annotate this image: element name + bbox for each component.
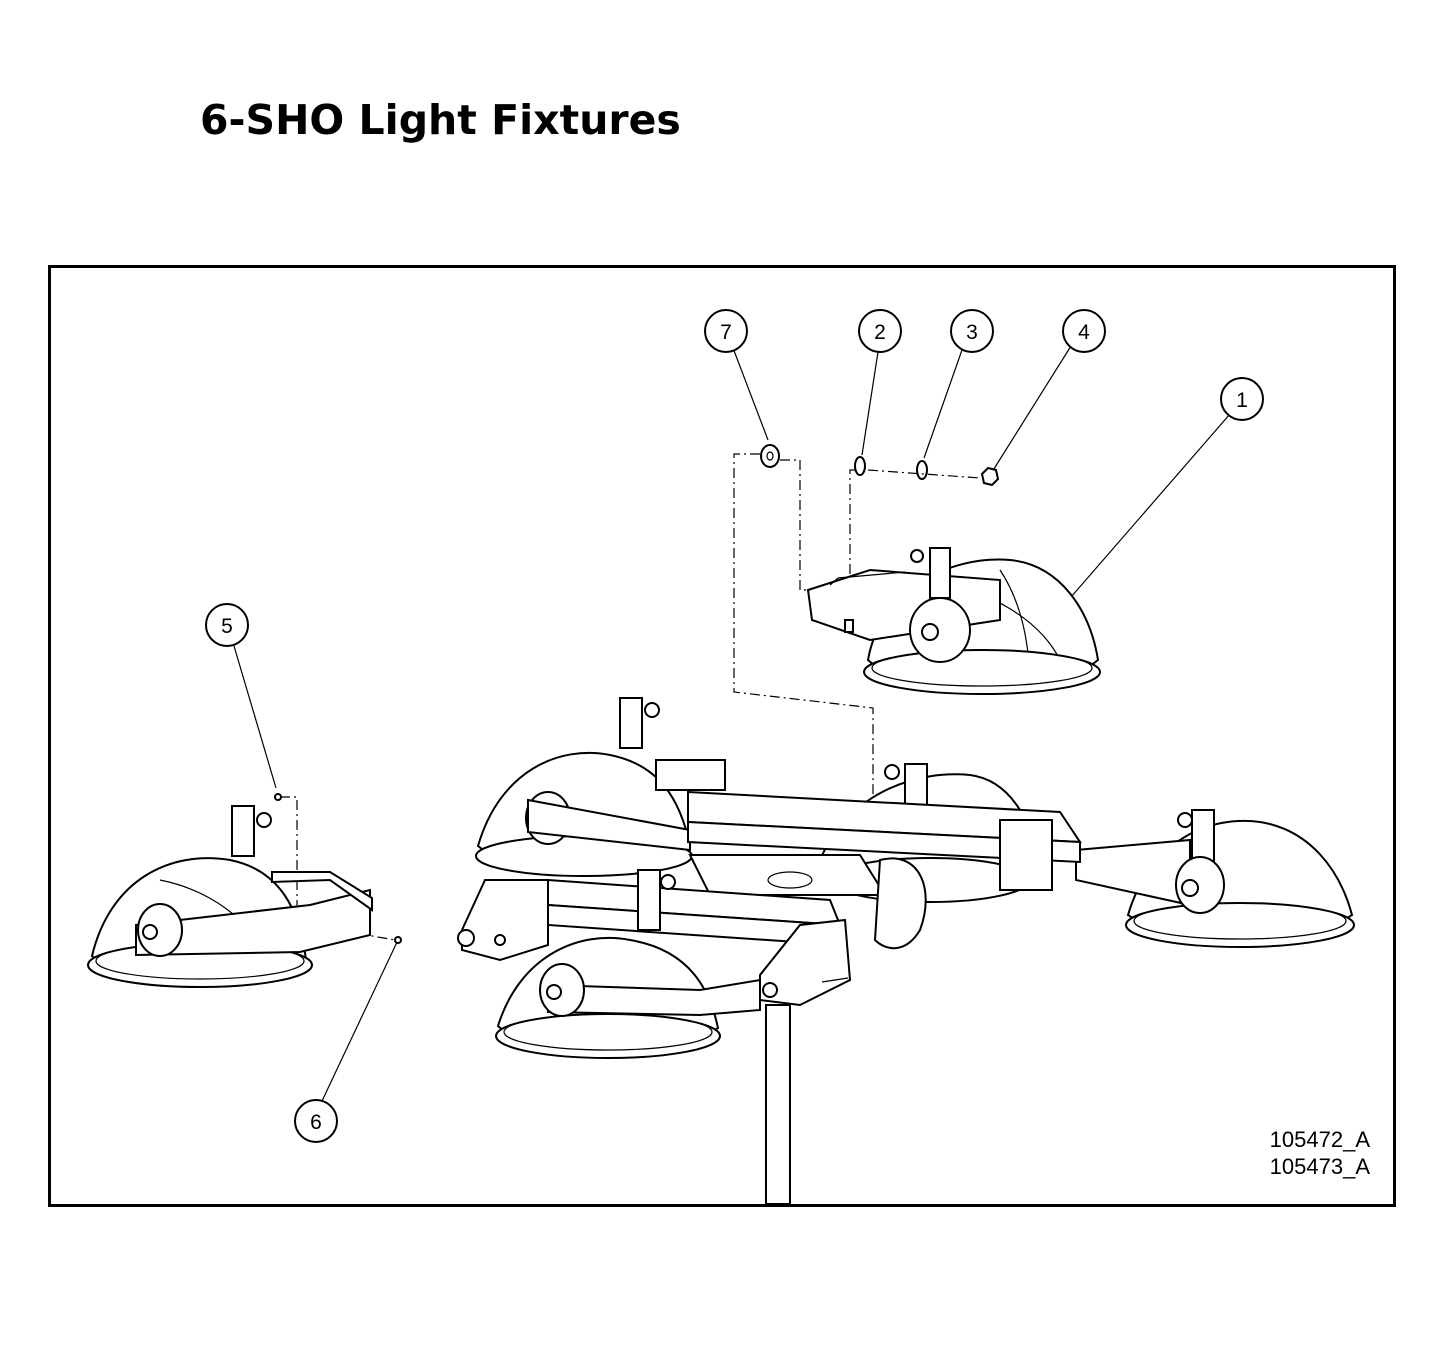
washer-part-2 bbox=[854, 456, 866, 476]
callout-4-label: 4 bbox=[1078, 321, 1090, 344]
callout-3: 3 bbox=[923, 309, 994, 459]
spacer-part-7 bbox=[760, 444, 780, 468]
lock-washer-part-3 bbox=[916, 460, 928, 480]
callout-1-label: 1 bbox=[1236, 389, 1248, 412]
callout-6-label: 6 bbox=[310, 1111, 322, 1134]
callout-5-label: 5 bbox=[221, 615, 233, 638]
main-assembly bbox=[457, 697, 1355, 1205]
callout-1: 1 bbox=[1057, 377, 1264, 613]
light-fixture-left bbox=[87, 793, 402, 988]
callout-2: 2 bbox=[858, 309, 902, 456]
nut-part-4 bbox=[980, 466, 1000, 487]
drawing-number: 105473_A bbox=[1269, 1154, 1370, 1179]
callout-2-label: 2 bbox=[874, 321, 886, 344]
callout-4: 4 bbox=[991, 309, 1106, 473]
drawing-number-block: 105472_A 105473_A bbox=[1270, 1126, 1370, 1180]
diagram-frame bbox=[48, 265, 1396, 1207]
callout-7: 7 bbox=[704, 309, 769, 441]
light-fixture-part-1 bbox=[806, 547, 1101, 695]
callout-7-label: 7 bbox=[720, 321, 732, 344]
page-title: 6-SHO Light Fixtures bbox=[200, 96, 681, 144]
drawing-number: 105472_A bbox=[1269, 1127, 1370, 1152]
callout-6: 6 bbox=[294, 939, 399, 1143]
callout-5: 5 bbox=[205, 603, 277, 789]
callout-3-label: 3 bbox=[966, 321, 978, 344]
